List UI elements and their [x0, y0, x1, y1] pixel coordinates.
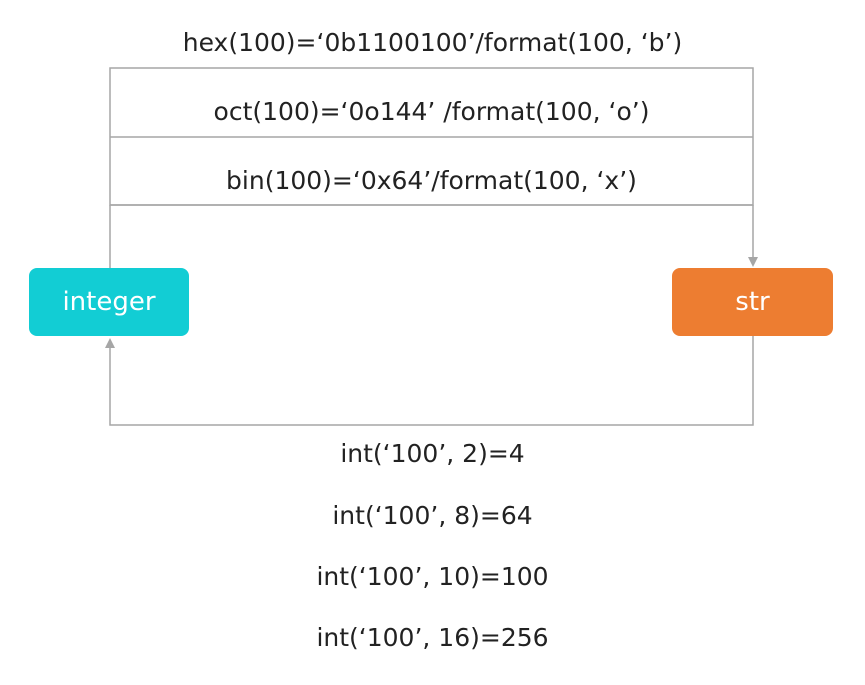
oct-conversion-label: oct(100)=‘0o144’ /format(100, ‘o’): [213, 97, 650, 126]
int-base-10-label: int(‘100’, 10)=100: [316, 562, 549, 591]
int-base-8-label: int(‘100’, 8)=64: [332, 501, 533, 530]
int-base-2-label: int(‘100’, 2)=4: [340, 439, 525, 468]
int-base-16-label: int(‘100’, 16)=256: [316, 623, 549, 652]
str-node: str: [672, 268, 833, 336]
bin-conversion-label: bin(100)=‘0x64’/format(100, ‘x’): [226, 166, 637, 195]
arrow-to-str-head: [748, 257, 758, 267]
hex-conversion-label: hex(100)=‘0b1100100’/format(100, ‘b’): [182, 28, 683, 57]
str-node-label: str: [735, 287, 770, 317]
connector-str-to-integer: [109, 336, 754, 426]
integer-node: integer: [29, 268, 189, 336]
integer-node-label: integer: [62, 287, 156, 317]
arrow-to-integer-head: [105, 338, 115, 348]
